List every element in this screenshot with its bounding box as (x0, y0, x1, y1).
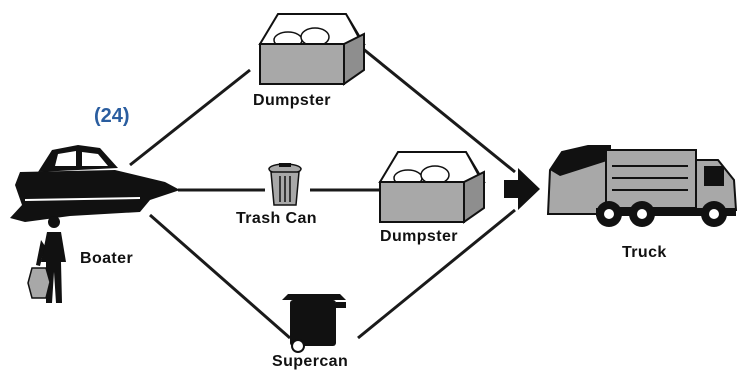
garbage-truck-icon (546, 145, 738, 227)
line-dumpster-top-to-truck (361, 46, 516, 174)
supercan-icon (282, 294, 346, 353)
dumpster-icon-top (258, 13, 366, 86)
label-dumpster-top: Dumpster (253, 92, 331, 109)
dumpster-icon-middle (378, 151, 486, 224)
label-trash-can: Trash Can (236, 210, 317, 227)
trash-can-icon (268, 163, 302, 206)
label-supercan: Supercan (272, 353, 349, 370)
label-truck: Truck (622, 244, 667, 261)
line-supercan-to-truck (357, 208, 516, 340)
line-boat-to-supercan (149, 213, 291, 340)
label-dumpster-middle: Dumpster (380, 228, 458, 245)
figure-number: (24) (94, 105, 130, 127)
label-boater: Boater (80, 250, 134, 267)
boat-icon (10, 145, 180, 222)
arrow-right-icon (504, 168, 540, 210)
line-boat-to-dumpster-top (129, 68, 251, 167)
boater-person-icon (27, 216, 66, 303)
connector-lines (129, 46, 516, 340)
